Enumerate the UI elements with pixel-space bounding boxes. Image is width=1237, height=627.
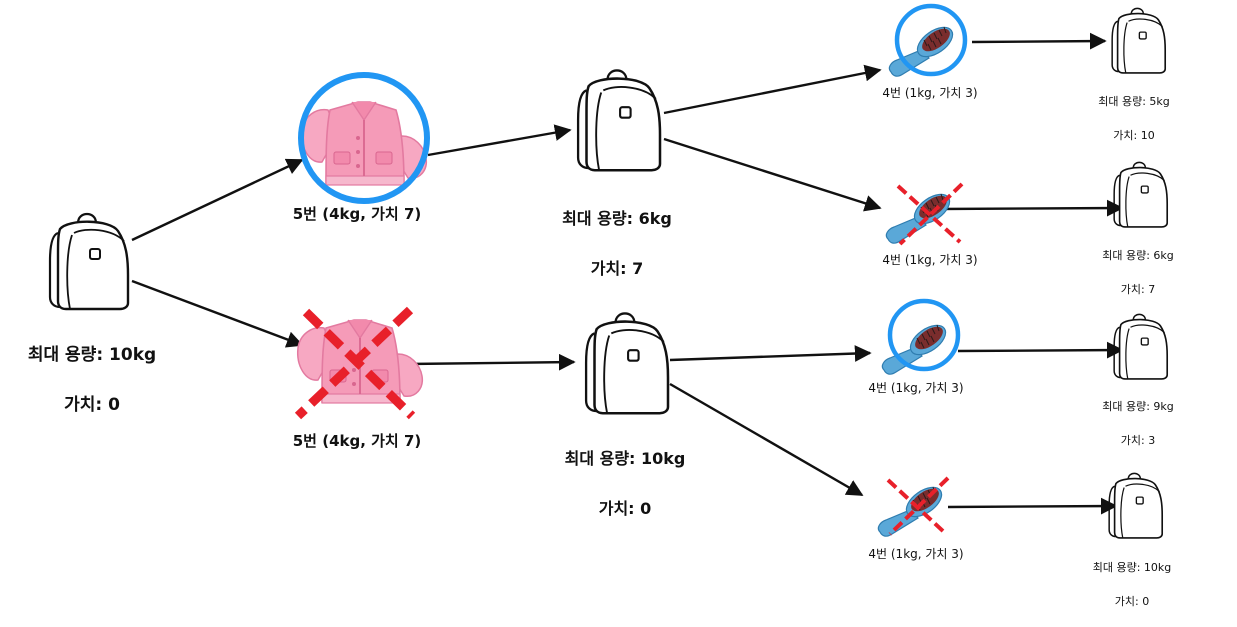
item-brush-3-label: 4번 (1kg, 가치 3): [868, 381, 964, 395]
jacket-icon-take: [300, 101, 428, 186]
node-leaf-1-value: 가치: 10: [1113, 129, 1155, 142]
edge-jacket-take-to-mid-top: [427, 124, 572, 157]
edges: [131, 32, 1124, 515]
take-circle-jacket: [298, 72, 430, 204]
item-jacket-skip-label: 5번 (4kg, 가치 7): [292, 432, 422, 450]
edge-jacket-skip-to-mid-bot: [407, 353, 576, 371]
edge-brush-2-to-leaf-2: [937, 199, 1124, 217]
skip-cross-brush-2: [896, 182, 964, 246]
node-mid-bot-label: 최대 용량: 10kg 가치: 0: [565, 421, 686, 546]
node-mid-bot-value: 가치: 0: [598, 499, 652, 518]
item-brush-1-label: 4번 (1kg, 가치 3): [882, 86, 978, 100]
take-circle-brush-1: [894, 3, 968, 77]
backpack-icon-leaf-1: [1111, 7, 1167, 74]
node-leaf-3-capacity: 최대 용량: 9kg: [1102, 400, 1174, 413]
skip-cross-brush-4: [886, 476, 950, 536]
node-leaf-1-capacity: 최대 용량: 5kg: [1098, 95, 1170, 108]
node-mid-top-label: 최대 용량: 6kg 가치: 7: [562, 181, 672, 306]
backpack-icon-leaf-3: [1113, 313, 1169, 380]
backpack-icon-mid-bot: [584, 312, 670, 415]
take-circle-brush-3: [887, 298, 961, 372]
node-root-value: 가치: 0: [64, 395, 120, 415]
node-root-capacity: 최대 용량: 10kg: [27, 345, 157, 365]
backpack-icon-leaf-2: [1113, 161, 1169, 228]
edge-mid-bot-to-brush-3: [669, 345, 872, 362]
backpack-icon-mid-top: [576, 69, 662, 172]
node-leaf-1-label: 최대 용량: 5kg 가치: 10: [1098, 76, 1170, 161]
hairbrush-icon-2: [885, 187, 956, 244]
node-leaf-2-capacity: 최대 용량: 6kg: [1102, 249, 1174, 262]
backpack-icon-root: [48, 212, 130, 311]
edge-root-to-jacket-take: [131, 158, 304, 242]
item-brush-2-label: 4번 (1kg, 가치 3): [882, 253, 978, 267]
node-leaf-3-value: 가치: 3: [1120, 434, 1156, 447]
edge-mid-bot-to-brush-4: [669, 382, 864, 497]
node-mid-bot-capacity: 최대 용량: 10kg: [564, 449, 686, 468]
node-leaf-4-label: 최대 용량: 10kg 가치: 0: [1093, 542, 1172, 627]
item-brush-4-label: 4번 (1kg, 가치 3): [868, 547, 964, 561]
edge-root-to-jacket-skip: [131, 279, 304, 348]
node-mid-top-capacity: 최대 용량: 6kg: [562, 209, 672, 228]
edge-brush-4-to-leaf-4: [947, 497, 1118, 515]
node-mid-top-value: 가치: 7: [590, 259, 644, 278]
item-jacket-take-label: 5번 (4kg, 가치 7): [292, 205, 422, 223]
node-leaf-4-capacity: 최대 용량: 10kg: [1092, 561, 1172, 574]
node-leaf-2-value: 가치: 7: [1120, 283, 1156, 296]
edge-mid-top-to-brush-2: [663, 137, 882, 212]
knapsack-decision-tree: [48, 3, 1169, 539]
backpack-icon-leaf-4: [1108, 472, 1164, 539]
skip-cross-jacket: [294, 306, 416, 420]
edge-brush-1-to-leaf-1: [971, 32, 1107, 50]
edge-brush-3-to-leaf-3: [957, 341, 1124, 359]
node-leaf-3-label: 최대 용량: 9kg 가치: 3: [1102, 381, 1174, 466]
node-leaf-4-value: 가치: 0: [1114, 595, 1150, 608]
node-leaf-2-label: 최대 용량: 6kg 가치: 7: [1102, 230, 1174, 315]
node-root-label: 최대 용량: 10kg 가치: 0: [28, 318, 156, 443]
edge-mid-top-to-brush-1: [663, 64, 882, 115]
